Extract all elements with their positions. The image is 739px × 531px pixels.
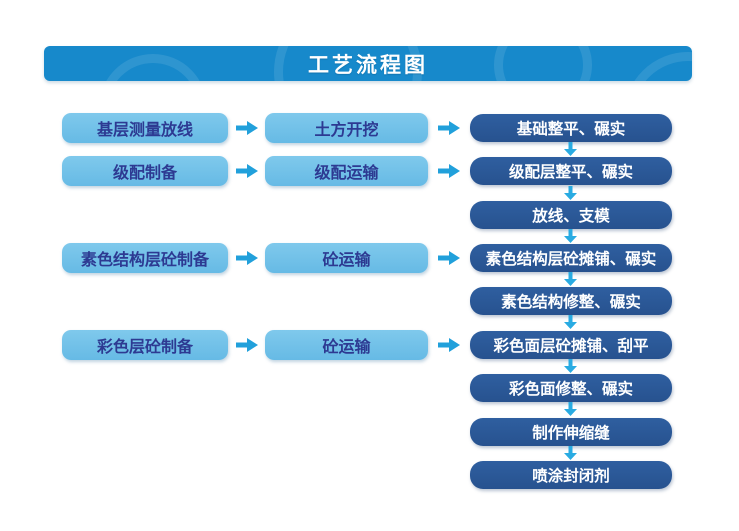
site-step-box: 素色结构层砼摊铺、碾实 [470,244,672,272]
transport-step-box: 级配运输 [265,156,428,186]
right-arrow-icon [438,251,460,265]
site-step-box: 喷涂封闭剂 [470,461,672,489]
down-arrow-icon [564,229,577,243]
prep-step-box: 级配制备 [62,156,228,186]
title-banner: 工艺流程图 [44,46,692,81]
diagram-title: 工艺流程图 [308,52,428,77]
transport-step-box: 砼运输 [265,243,428,273]
down-arrow-icon [564,315,577,329]
decorative-ring [624,52,692,81]
site-step-box: 彩色面层砼摊铺、刮平 [470,331,672,359]
right-arrow-icon [438,121,460,135]
right-arrow-icon [236,338,258,352]
site-step-box: 放线、支模 [470,201,672,229]
site-step-box: 基础整平、碾实 [470,114,672,142]
down-arrow-icon [564,186,577,200]
decorative-ring [494,46,592,81]
prep-step-box: 彩色层砼制备 [62,330,228,360]
transport-step-box: 砼运输 [265,330,428,360]
site-step-box: 制作伸缩缝 [470,418,672,446]
down-arrow-icon [564,359,577,373]
prep-step-box: 基层测量放线 [62,113,228,143]
transport-step-box: 土方开挖 [265,113,428,143]
right-arrow-icon [236,251,258,265]
decorative-ring [99,54,207,81]
down-arrow-icon [564,446,577,460]
right-arrow-icon [236,121,258,135]
down-arrow-icon [564,272,577,286]
right-arrow-icon [438,164,460,178]
prep-step-box: 素色结构层砼制备 [62,243,228,273]
site-step-box: 彩色面修整、碾实 [470,374,672,402]
site-step-box: 级配层整平、碾实 [470,157,672,185]
down-arrow-icon [564,142,577,156]
site-step-box: 素色结构修整、碾实 [470,287,672,315]
right-arrow-icon [236,164,258,178]
decorative-ring [274,46,422,81]
right-arrow-icon [438,338,460,352]
down-arrow-icon [564,402,577,416]
